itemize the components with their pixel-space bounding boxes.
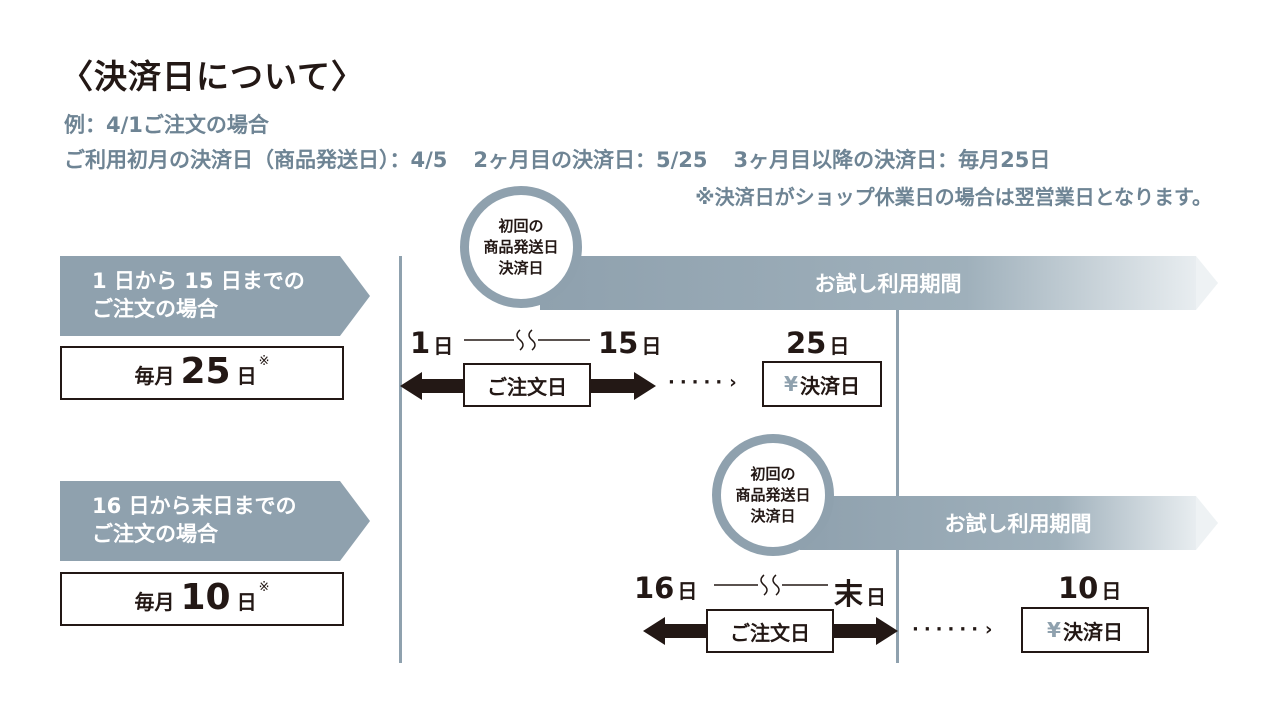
case2-dotted-arrow: ······›	[912, 619, 992, 640]
case1-trial-period-label: お試し利用期間	[814, 272, 962, 296]
page-title: 〈決済日について〉	[60, 57, 366, 96]
case1-settlement-label: 決済日	[799, 373, 860, 398]
case1-dotted-arrow: ·····›	[668, 372, 737, 393]
case1-pay-day: 25	[180, 351, 231, 392]
case2-circle-line2: 商品発送日	[735, 485, 811, 504]
case2-condition-label: 16 日から末日までの ご注文の場合	[60, 481, 340, 561]
case2-start-unit: 日	[677, 579, 698, 603]
yen-icon: ¥	[784, 372, 798, 396]
case1-dots: ·····	[668, 372, 728, 393]
case1-end-unit: 日	[641, 334, 662, 358]
second-month-text: 2ヶ月目の決済日：5/25	[473, 148, 708, 172]
case1-range-squiggle	[464, 329, 590, 351]
case1-condition-line1: 1 日から 15 日までの	[92, 269, 305, 293]
timeline-divider-left	[399, 256, 402, 663]
case2-monthly-payment-box: 毎月 10 日 ※	[60, 572, 344, 626]
case1-circle-line3: 決済日	[498, 258, 544, 277]
case2-dots: ······	[912, 619, 984, 640]
case2-condition-line1: 16 日から末日までの	[92, 494, 297, 518]
case1-condition-line2: ご注文の場合	[92, 297, 218, 321]
case1-pay-mark: ※	[258, 354, 270, 369]
case2-start-num: 16	[634, 571, 675, 605]
case2-settle-unit: 日	[1101, 579, 1122, 603]
case1-start-num: 1	[410, 326, 431, 360]
case2-order-date-box: ご注文日	[706, 609, 834, 653]
case2-end-unit: 日	[866, 585, 887, 609]
timeline-divider-right	[896, 310, 899, 663]
case2-pay-day: 10	[180, 577, 231, 618]
case1-pay-prefix: 毎月	[134, 364, 175, 388]
example-text: 例：4/1ご注文の場合	[64, 113, 269, 137]
case2-trial-period-label: お試し利用期間	[944, 512, 1092, 536]
yen-icon: ¥	[1047, 618, 1061, 642]
holiday-note: ※決済日がショップ休業日の場合は翌営業日となります。	[695, 185, 1212, 209]
case1-trial-period-arrow	[1196, 256, 1218, 310]
schedule-text: ご利用初月の決済日（商品発送日）：4/5 2ヶ月目の決済日：5/25 3ヶ月目以降の…	[64, 144, 1050, 174]
case2-end-num: 末	[834, 577, 864, 611]
case1-settle-unit: 日	[829, 334, 850, 358]
case2-condition-arrow	[340, 481, 370, 561]
case1-condition-label: 1 日から 15 日までの ご注文の場合	[60, 256, 340, 336]
case1-order-date-box: ご注文日	[463, 363, 591, 407]
case1-circle-line2: 商品発送日	[483, 237, 559, 256]
case2-settle-num: 10	[1058, 571, 1099, 605]
first-month-text: ご利用初月の決済日（商品発送日）：4/5	[64, 148, 448, 172]
case2-pay-unit: 日	[236, 590, 257, 614]
case2-circle-line3: 決済日	[750, 506, 796, 525]
case1-first-shipment-circle: 初回の 商品発送日 決済日	[460, 186, 582, 308]
case2-trial-period-arrow	[1196, 496, 1218, 550]
case1-settle-num: 25	[786, 326, 827, 360]
case2-range-squiggle	[714, 574, 828, 596]
case1-trial-period-bar: お試し利用期間	[540, 256, 1196, 310]
case1-condition-arrow	[340, 256, 370, 336]
case1-end-num: 15	[598, 326, 639, 360]
case1-circle-line1: 初回の	[498, 216, 544, 235]
case2-chevron-icon: ›	[985, 619, 993, 640]
third-month-text: 3ヶ月目以降の決済日：毎月25日	[733, 148, 1051, 172]
case2-pay-mark: ※	[258, 580, 270, 595]
case1-settlement-box: ¥ 決済日	[762, 361, 882, 407]
case2-trial-period-bar: お試し利用期間	[800, 496, 1196, 550]
case1-monthly-payment-box: 毎月 25 日 ※	[60, 346, 344, 400]
case1-pay-unit: 日	[236, 364, 257, 388]
case2-settlement-box: ¥ 決済日	[1021, 607, 1149, 653]
case2-first-shipment-circle: 初回の 商品発送日 決済日	[712, 434, 834, 556]
case2-end-day: 末日	[834, 571, 886, 613]
case2-settlement-label: 決済日	[1062, 619, 1123, 644]
case2-pay-prefix: 毎月	[134, 590, 175, 614]
case2-condition-line2: ご注文の場合	[92, 522, 218, 546]
case1-start-unit: 日	[433, 334, 454, 358]
case1-chevron-icon: ›	[729, 372, 737, 393]
case2-circle-line1: 初回の	[750, 464, 796, 483]
